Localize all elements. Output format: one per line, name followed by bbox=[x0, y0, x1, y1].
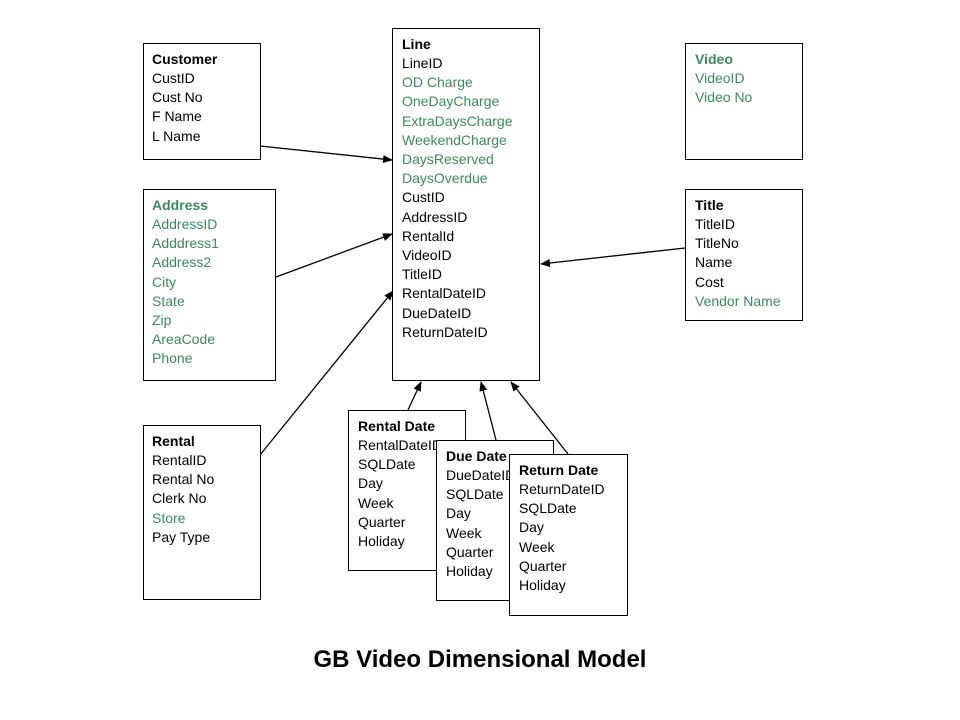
entity-field: Quarter bbox=[446, 543, 494, 560]
return-date-entity-name: Return Date bbox=[519, 462, 599, 478]
entity-field: OneDayCharge bbox=[402, 93, 500, 110]
entity-field: RentalId bbox=[402, 227, 455, 244]
entity-field: Holiday bbox=[358, 533, 405, 550]
entity-field: ReturnDateID bbox=[519, 481, 605, 497]
diagram-title: GB Video Dimensional Model bbox=[313, 646, 647, 673]
entity-field: SQLDate bbox=[519, 500, 577, 517]
entity-field: Rental No bbox=[152, 471, 215, 488]
entity-field: VideoID bbox=[695, 70, 745, 86]
line-entity-name: Line bbox=[402, 36, 431, 52]
entity-field: Name bbox=[695, 254, 733, 271]
entity-field: DueDateID bbox=[446, 467, 516, 483]
address-entity-name: Address bbox=[152, 197, 209, 213]
entity-field: DaysReserved bbox=[402, 151, 494, 168]
entity-field: WeekendCharge bbox=[402, 131, 507, 148]
entity-field: Adddress1 bbox=[152, 235, 219, 252]
entity-field: LineID bbox=[402, 55, 443, 71]
entity-field: ExtraDaysCharge bbox=[402, 112, 513, 129]
entity-field: City bbox=[152, 273, 177, 290]
entity-field: F Name bbox=[152, 108, 202, 125]
entity-field: Phone bbox=[152, 350, 193, 367]
entity-field: Pay Type bbox=[152, 528, 211, 545]
customer-entity-name: Customer bbox=[152, 51, 218, 67]
arrow-rental-to-line bbox=[259, 290, 394, 456]
entity-field: Quarter bbox=[358, 513, 406, 530]
entity-field: RentalDateID bbox=[402, 285, 487, 302]
entity-field: Vendor Name bbox=[695, 292, 781, 309]
entity-field: Week bbox=[519, 538, 555, 555]
entity-field: SQLDate bbox=[446, 486, 504, 503]
video-fields: VideoID Video No bbox=[695, 69, 802, 107]
entity-field: Holiday bbox=[446, 563, 493, 580]
video-entity-name: Video bbox=[695, 51, 733, 67]
entity-field: SQLDate bbox=[358, 456, 416, 473]
entity-field: Zip bbox=[152, 312, 172, 329]
rental-entity-name: Rental bbox=[152, 433, 195, 449]
due-date-entity-name: Due Date bbox=[446, 448, 507, 464]
entity-field: RentalID bbox=[152, 452, 207, 468]
entity-field: Week bbox=[446, 524, 482, 541]
entity-field: Day bbox=[519, 519, 544, 536]
entity-field: OD Charge bbox=[402, 74, 473, 91]
entity-field: Clerk No bbox=[152, 490, 207, 507]
entity-field: AreaCode bbox=[152, 331, 216, 348]
entity-field: Store bbox=[152, 509, 186, 526]
entity-field: TitleID bbox=[695, 216, 735, 232]
arrow-return-date-to-line bbox=[510, 381, 569, 455]
entity-field: Day bbox=[358, 475, 383, 492]
entity-field: Quarter bbox=[519, 557, 567, 574]
entity-field: State bbox=[152, 292, 185, 309]
arrow-address-to-line bbox=[275, 233, 393, 278]
entity-field: CustID bbox=[402, 189, 445, 206]
entity-field: CustID bbox=[152, 70, 195, 86]
arrow-rental-date-to-line bbox=[407, 381, 422, 411]
entity-field: DaysOverdue bbox=[402, 170, 488, 187]
customer-entity: Customer CustID Cust No F Name L Name bbox=[143, 43, 261, 160]
entity-field: Holiday bbox=[519, 577, 566, 594]
arrow-due-date-to-line bbox=[479, 381, 497, 441]
entity-field: Video No bbox=[695, 89, 753, 106]
entity-field: Cust No bbox=[152, 89, 203, 106]
rental-date-entity-name: Rental Date bbox=[358, 418, 436, 434]
entity-field: VideoID bbox=[402, 247, 452, 264]
entity-field: Address2 bbox=[152, 254, 212, 271]
entity-field: TitleNo bbox=[695, 235, 739, 252]
entity-field: TitleID bbox=[402, 266, 442, 283]
entity-field: DueDateID bbox=[402, 304, 472, 321]
entity-field: RentalDateID bbox=[358, 437, 443, 453]
entity-field: Cost bbox=[695, 273, 724, 290]
entity-field: L Name bbox=[152, 127, 201, 144]
title-entity-name: Title bbox=[695, 197, 724, 213]
customer-fields: CustID Cust No F Name L Name bbox=[152, 69, 260, 146]
entity-field: ReturnDateID bbox=[402, 323, 488, 340]
entity-field: Week bbox=[358, 494, 394, 511]
entity-field: AddressID bbox=[402, 208, 468, 225]
arrow-title-to-line bbox=[540, 247, 686, 267]
entity-field: AddressID bbox=[152, 216, 218, 232]
video-entity: Video VideoID Video No bbox=[685, 43, 803, 160]
arrow-customer-to-line bbox=[259, 145, 393, 164]
entity-field: Day bbox=[446, 505, 471, 522]
